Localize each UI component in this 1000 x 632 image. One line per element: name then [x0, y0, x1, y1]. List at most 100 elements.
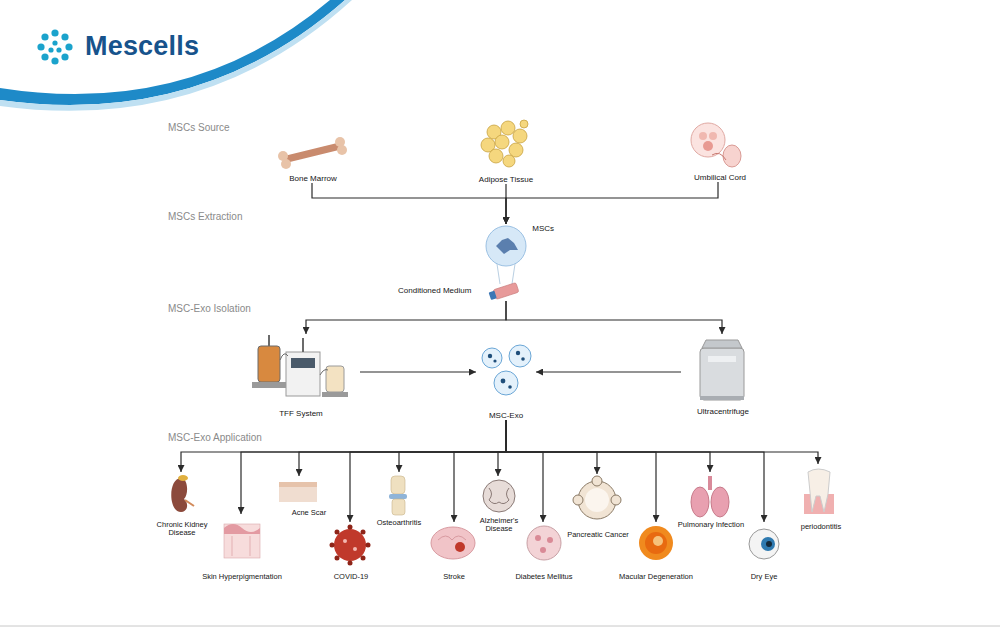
- node-caption: Adipose Tissue: [479, 175, 533, 184]
- node-caption: Ultracentrifuge: [697, 407, 749, 416]
- vessel: [709, 132, 717, 140]
- macula: [645, 532, 667, 554]
- fetus: [723, 145, 741, 167]
- node-caption: Skin Hyperpigmentation: [202, 573, 282, 582]
- logo-dot: [41, 33, 48, 40]
- tooth: [808, 469, 830, 512]
- illustrated-node: Ultracentrifuge: [685, 334, 761, 416]
- brain: [431, 527, 475, 559]
- islet: [527, 526, 561, 560]
- islet-icon: [527, 526, 561, 560]
- illustrated-node: Pancreatic Cancer: [566, 474, 630, 539]
- exosome: [509, 345, 531, 367]
- spike: [348, 525, 353, 530]
- flask-cap: [489, 291, 497, 300]
- node-caption: Chronic Kidney Disease: [154, 521, 210, 538]
- corner-swoosh: [0, 0, 352, 111]
- virus: [334, 529, 366, 561]
- node-caption: Pulmonary Infection: [678, 521, 744, 530]
- gum: [804, 494, 834, 514]
- node-caption: Osteoarthritis: [377, 519, 422, 528]
- tumor-bud: [592, 476, 602, 486]
- flow-arrow: [181, 420, 506, 472]
- flow-arrow: [506, 420, 656, 522]
- node-caption: Conditioned Medium: [398, 286, 471, 295]
- vessel: [699, 132, 707, 140]
- illustrated-node: Umbilical Cord: [680, 118, 760, 182]
- flow-arrow: [306, 301, 506, 334]
- lungs-icon: [691, 476, 729, 517]
- cargo: [508, 385, 512, 389]
- logo-dot: [61, 33, 68, 40]
- flow-arrow: [506, 420, 764, 522]
- spike: [335, 556, 340, 561]
- flow-arrow: [506, 420, 543, 522]
- umbilical-icon: [691, 123, 741, 167]
- tff-scale: [322, 392, 348, 397]
- logo-dot: [51, 57, 58, 64]
- spike: [361, 556, 366, 561]
- node-caption: TFF System: [279, 409, 323, 418]
- brain-section: [483, 480, 515, 512]
- spike: [366, 543, 371, 548]
- stroke-brain-icon: [431, 527, 475, 559]
- fat-cell: [513, 129, 527, 143]
- swoosh-shadow: [0, 0, 352, 111]
- cell: [540, 547, 546, 553]
- cargo: [516, 351, 520, 355]
- tooth-icon: [804, 469, 834, 514]
- flow-arrow: [506, 420, 818, 464]
- brain-fold: [489, 488, 509, 504]
- node-caption: MSC-Exo: [489, 411, 523, 420]
- centrifuge-base: [700, 396, 744, 400]
- flow-arrow: [498, 420, 506, 476]
- spike: [361, 530, 366, 535]
- illustrated-node: periodontitis: [790, 464, 852, 532]
- epidermis: [224, 524, 260, 534]
- skin-surface: [279, 482, 317, 487]
- adipose-icon: [481, 120, 528, 167]
- tff-tube: [280, 354, 288, 360]
- tff-column: [302, 338, 304, 352]
- node-caption: MSCs: [532, 224, 554, 233]
- illustrated-node: Conditioned Medium: [398, 281, 520, 301]
- skin-block: [224, 524, 260, 558]
- retina: [639, 526, 673, 560]
- tumor-core: [585, 488, 609, 512]
- flow-arrow: [506, 420, 597, 474]
- illustrated-node: Macular Degeneration: [618, 522, 694, 582]
- node-caption: Alzheimer's Disease: [472, 517, 526, 534]
- brain-fold: [438, 536, 466, 540]
- tff-vessel: [258, 346, 280, 382]
- zoom-line: [512, 264, 515, 284]
- iris: [761, 537, 775, 551]
- section-label: MSCs Extraction: [168, 211, 242, 222]
- illustrated-node: MSC-Exo: [478, 340, 534, 420]
- tff-icon: [252, 335, 348, 397]
- trachea: [708, 476, 712, 490]
- illustrated-node: TFF System: [246, 334, 356, 418]
- illustrated-node: Pulmonary Infection: [676, 472, 746, 530]
- bone-knob: [281, 159, 291, 169]
- fat-cell: [503, 155, 515, 167]
- cargo: [488, 354, 492, 358]
- tff-tube: [320, 370, 328, 375]
- ultracentrifuge-icon: [700, 340, 744, 400]
- zoom-line: [497, 264, 500, 284]
- illustrated-node: Osteoarthritis: [370, 472, 428, 528]
- illustrated-node: Dry Eye: [740, 522, 788, 582]
- cord-section: [691, 123, 725, 157]
- lesion: [455, 542, 465, 552]
- vessel: [703, 141, 713, 151]
- tumor: [578, 481, 616, 519]
- zoom-bubble: [486, 226, 526, 266]
- acne-scar-icon: [279, 482, 317, 502]
- skin-fold: [250, 536, 251, 556]
- virus-icon: [330, 525, 371, 566]
- flow-arrow: [241, 420, 506, 514]
- centrifuge-panel: [708, 356, 736, 362]
- logo-dot: [61, 53, 68, 60]
